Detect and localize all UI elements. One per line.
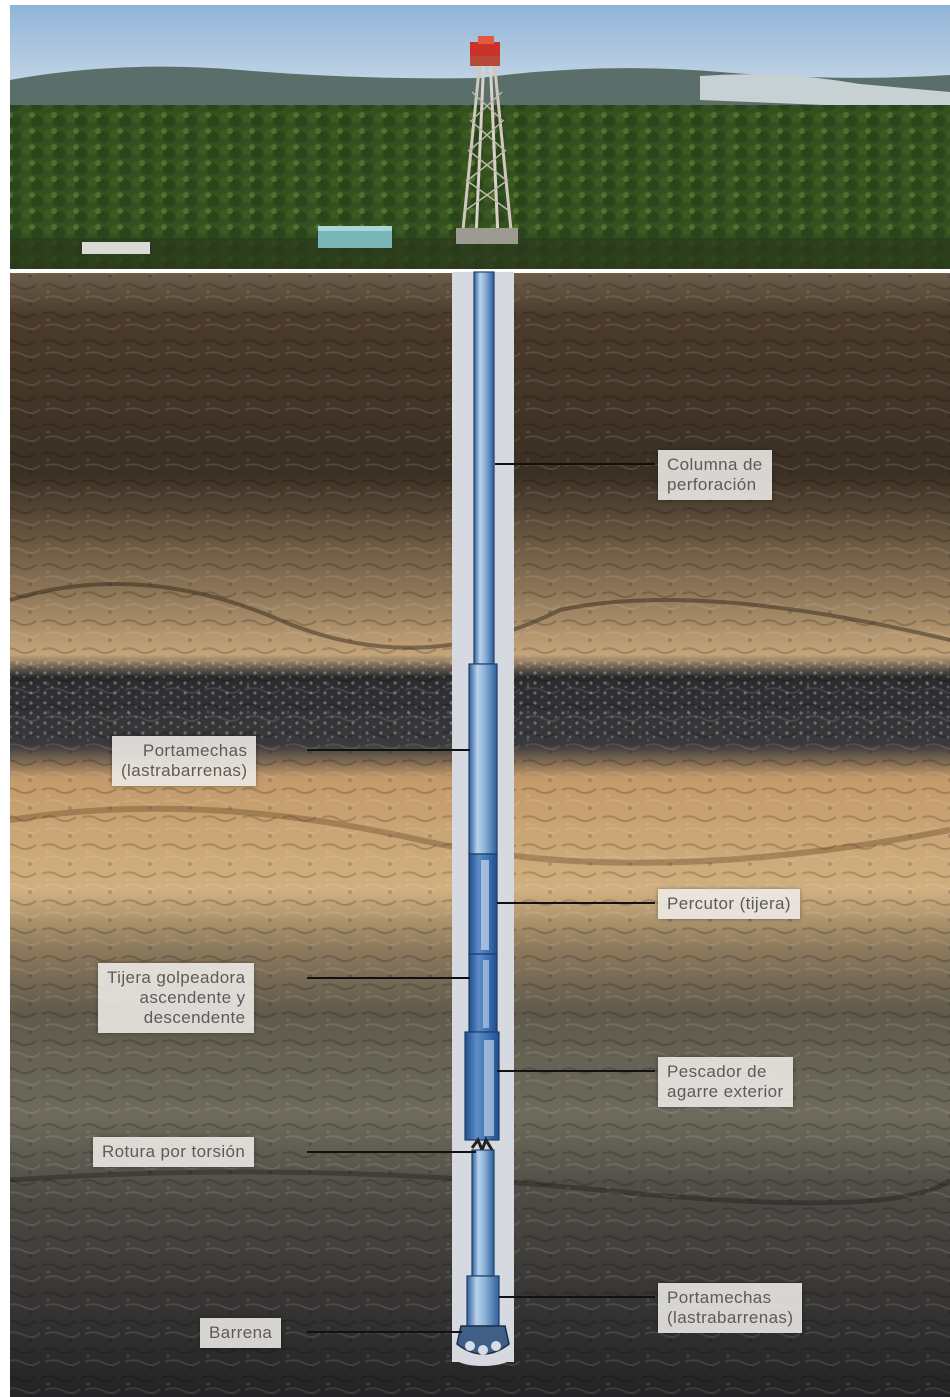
- label-drill-collars-upper-line1: Portamechas: [142, 741, 248, 760]
- label-drill-collars-lower-line2: (lastrabarrenas): [667, 1308, 794, 1327]
- label-drill-string-line1: Columna de: [667, 455, 763, 474]
- label-up-down-jar: Tijera golpeadora ascendente y descenden…: [98, 963, 255, 1033]
- site-building: [82, 242, 150, 254]
- label-drill-collars-upper-line2: (lastrabarrenas): [121, 761, 248, 780]
- label-drill-collars-upper: Portamechas (lastrabarrenas): [112, 736, 257, 786]
- label-drill-string-line2: perforación: [667, 475, 757, 494]
- drill-collar-lower: [466, 1275, 500, 1327]
- drill-string: [473, 271, 495, 665]
- label-twist-off-line1: Rotura por torsión: [102, 1142, 246, 1161]
- label-overshot: Pescador de agarre exterior: [658, 1057, 793, 1107]
- label-bit-line1: Barrena: [209, 1323, 273, 1342]
- label-up-down-jar-line2: ascendente y: [139, 988, 246, 1007]
- label-up-down-jar-line1: Tijera golpeadora: [107, 968, 246, 987]
- label-up-down-jar-line3: descendente: [143, 1008, 246, 1027]
- label-overshot-line2: agarre exterior: [667, 1082, 784, 1101]
- label-jar-line1: Percutor (tijera): [667, 894, 791, 913]
- water-tank: [318, 226, 392, 248]
- label-drill-collars-lower-line1: Portamechas: [667, 1288, 772, 1307]
- label-drill-string: Columna de perforación: [658, 450, 772, 500]
- label-bit: Barrena: [200, 1318, 282, 1348]
- bit-icon: [456, 1325, 510, 1355]
- drill-collar-upper: [468, 663, 498, 855]
- label-jar: Percutor (tijera): [658, 889, 800, 919]
- label-overshot-line1: Pescador de: [667, 1062, 767, 1081]
- label-drill-collars-lower: Portamechas (lastrabarrenas): [658, 1283, 803, 1333]
- label-twist-off: Rotura por torsión: [93, 1137, 255, 1167]
- drilling-rig-icon: [456, 36, 518, 244]
- fish-pipe: [471, 1149, 495, 1277]
